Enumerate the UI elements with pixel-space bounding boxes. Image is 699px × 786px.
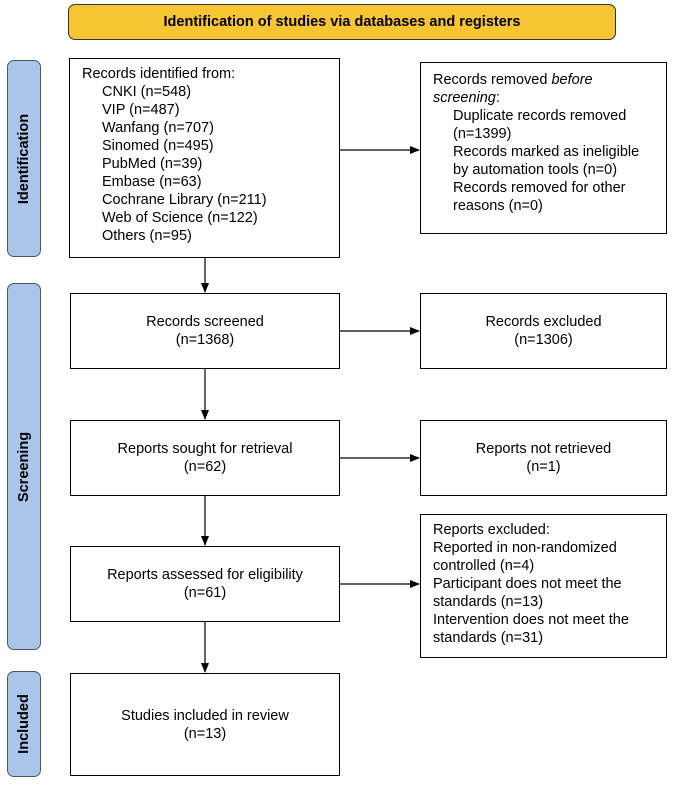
- records-excluded-count: (n=1306): [514, 332, 573, 348]
- records-removed-title-suffix: :: [495, 90, 500, 106]
- records-removed-title: Records removed before screening:: [433, 71, 654, 107]
- reports-excluded-item: Participant does not meet the standards …: [433, 576, 622, 610]
- reports-excluded-item: Intervention does not meet the standards…: [433, 612, 629, 646]
- source-item: Web of Science (n=122): [102, 210, 258, 226]
- records-screened-label: Records screened: [146, 314, 264, 330]
- reports-assessed-count: (n=61): [183, 585, 227, 601]
- records-identified-box: Records identified from: CNKI (n=548) VI…: [69, 58, 340, 258]
- reports-assessed-label: Reports assessed for eligibility: [107, 567, 303, 583]
- removed-item: Records marked as ineligible by automati…: [453, 144, 640, 178]
- records-removed-title-prefix: Records removed: [433, 72, 552, 88]
- studies-included-count: (n=13): [183, 725, 227, 742]
- reports-not-retrieved-count: (n=1): [526, 459, 561, 475]
- source-item: Others (n=95): [102, 228, 192, 244]
- removed-item: Duplicate records removed (n=1399): [453, 108, 627, 142]
- studies-included-box: Studies included in review (n=13): [70, 673, 340, 776]
- reports-excluded-box: Reports excluded: Reported in non-random…: [420, 514, 667, 658]
- header-title: Identification of studies via databases …: [163, 14, 521, 30]
- phase-identification: Identification: [7, 60, 41, 257]
- source-item: Wanfang (n=707): [102, 120, 214, 136]
- header-banner: Identification of studies via databases …: [68, 4, 616, 40]
- source-item: Cochrane Library (n=211): [102, 192, 267, 208]
- source-item: Embase (n=63): [102, 174, 202, 190]
- reports-excluded-title: Reports excluded:: [433, 522, 550, 538]
- records-screened-count: (n=1368): [175, 332, 235, 348]
- removed-item: Records removed for other reasons (n=0): [453, 180, 626, 214]
- reports-not-retrieved-label: Reports not retrieved: [475, 441, 612, 457]
- source-item: Sinomed (n=495): [102, 138, 214, 154]
- reports-not-retrieved-box: Reports not retrieved (n=1): [420, 420, 667, 496]
- source-item: VIP (n=487): [102, 102, 180, 118]
- reports-sought-count: (n=62): [183, 459, 227, 475]
- studies-included-label: Studies included in review: [121, 707, 289, 724]
- source-item: PubMed (n=39): [102, 156, 203, 172]
- phase-screening: Screening: [7, 283, 41, 650]
- reports-sought-box: Reports sought for retrieval (n=62): [70, 420, 340, 496]
- records-removed-title-italic: before screening: [433, 72, 593, 106]
- records-excluded-box: Records excluded (n=1306): [420, 293, 667, 369]
- records-excluded-label: Records excluded: [485, 314, 602, 330]
- phase-included: Included: [7, 671, 41, 777]
- records-removed-box: Records removed before screening: Duplic…: [420, 62, 667, 234]
- reports-assessed-box: Reports assessed for eligibility (n=61): [70, 546, 340, 622]
- source-item: CNKI (n=548): [102, 84, 192, 100]
- records-identified-title: Records identified from:: [82, 66, 236, 82]
- reports-sought-label: Reports sought for retrieval: [117, 441, 293, 457]
- reports-excluded-item: Reported in non-randomized controlled (n…: [433, 540, 617, 574]
- records-screened-box: Records screened (n=1368): [70, 293, 340, 369]
